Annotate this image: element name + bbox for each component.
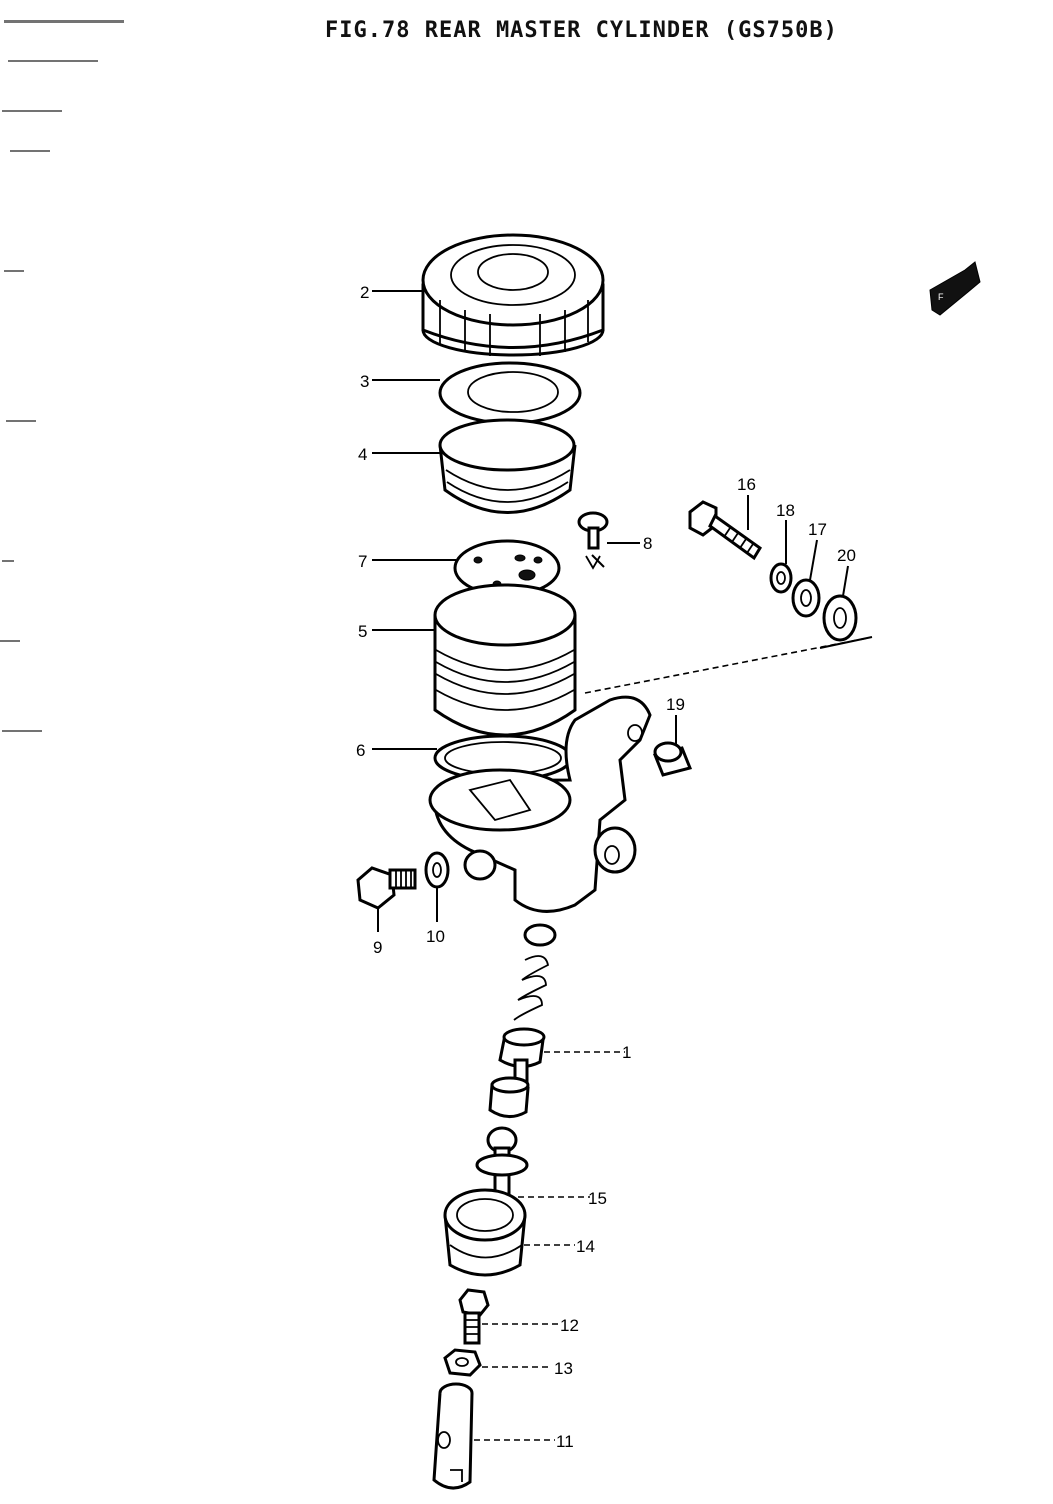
part-4-diaphragm — [438, 418, 577, 514]
callout-18: 18 — [776, 501, 795, 520]
part-5-reservoir — [433, 583, 577, 737]
svg-text:F: F — [938, 292, 944, 302]
callout-9: 9 — [373, 938, 382, 957]
part-19-bushing — [652, 741, 693, 777]
leader-lines — [372, 290, 873, 1441]
part-10-washer — [424, 851, 450, 889]
part-20-washer — [822, 594, 858, 642]
part-1-piston — [488, 1027, 546, 1118]
part-16-bolt — [688, 500, 763, 561]
part-8-screw — [577, 511, 609, 570]
part-9-bolt — [356, 866, 417, 910]
part-17-washer — [791, 578, 821, 618]
callout-15: 15 — [588, 1189, 607, 1208]
callout-20: 20 — [837, 546, 856, 565]
callout-4: 4 — [358, 445, 367, 464]
push-rod-assembly — [443, 1126, 529, 1277]
scan-noise — [0, 20, 124, 732]
callout-11: 11 — [556, 1432, 574, 1451]
callout-5: 5 — [358, 622, 367, 641]
callout-1: 1 — [622, 1043, 631, 1062]
part-2-reservoir-cap — [421, 233, 605, 357]
callout-labels: 2 3 4 7 8 5 6 9 10 1 15 14 12 13 11 16 1… — [356, 283, 856, 1451]
callout-3: 3 — [360, 372, 369, 391]
callout-2: 2 — [360, 283, 369, 302]
callout-12: 12 — [560, 1316, 579, 1335]
figure-title: FIG.78 REAR MASTER CYLINDER (GS750B) — [325, 18, 838, 43]
part-3-diaphragm-plate — [438, 361, 582, 425]
part-18-washer — [769, 562, 793, 594]
callout-17: 17 — [808, 520, 827, 539]
callout-16: 16 — [737, 475, 756, 494]
callout-19: 19 — [666, 695, 685, 714]
piston-spring — [513, 923, 557, 1021]
callout-14: 14 — [576, 1237, 595, 1256]
callout-10: 10 — [426, 927, 445, 946]
part-13-nut — [443, 1348, 482, 1377]
callout-7: 7 — [358, 552, 367, 571]
part-12-rod — [458, 1288, 490, 1345]
part-11-clevis — [432, 1382, 474, 1490]
callout-8: 8 — [643, 534, 652, 553]
callout-6: 6 — [356, 741, 365, 760]
front-direction-arrow-icon: F — [929, 261, 981, 316]
callout-13: 13 — [554, 1359, 573, 1378]
master-cylinder-body — [428, 695, 652, 913]
